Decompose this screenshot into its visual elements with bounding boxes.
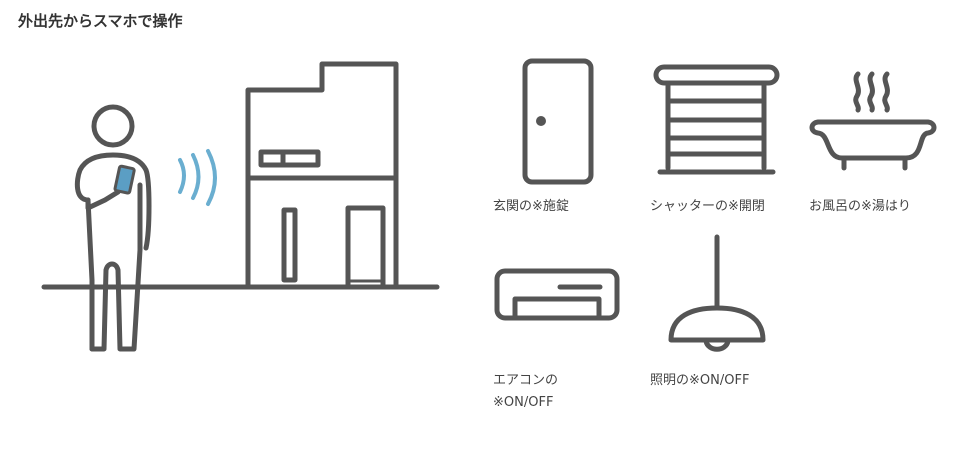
bathtub-icon [809,71,937,171]
feature-label-shutter: シャッターの※開閉 [650,199,765,214]
section-title: 外出先からスマホで操作 [18,12,183,30]
feature-label-aircon-line1: エアコンの [493,373,559,388]
door-icon [522,58,594,185]
feature-label-lighting: 照明の※ON/OFF [650,373,750,388]
air-conditioner-icon [494,268,620,321]
pendant-lamp-icon [668,234,766,352]
feature-label-aircon-line2: ※ON/OFF [493,395,554,410]
feature-label-bath: お風呂の※湯はり [809,199,911,214]
smartphone-icon [113,164,136,195]
house-icon [245,61,399,290]
signal-waves-icon [178,149,217,206]
shutter-icon [653,64,780,175]
person-icon [74,104,152,352]
feature-label-door-lock: 玄関の※施錠 [493,199,569,214]
